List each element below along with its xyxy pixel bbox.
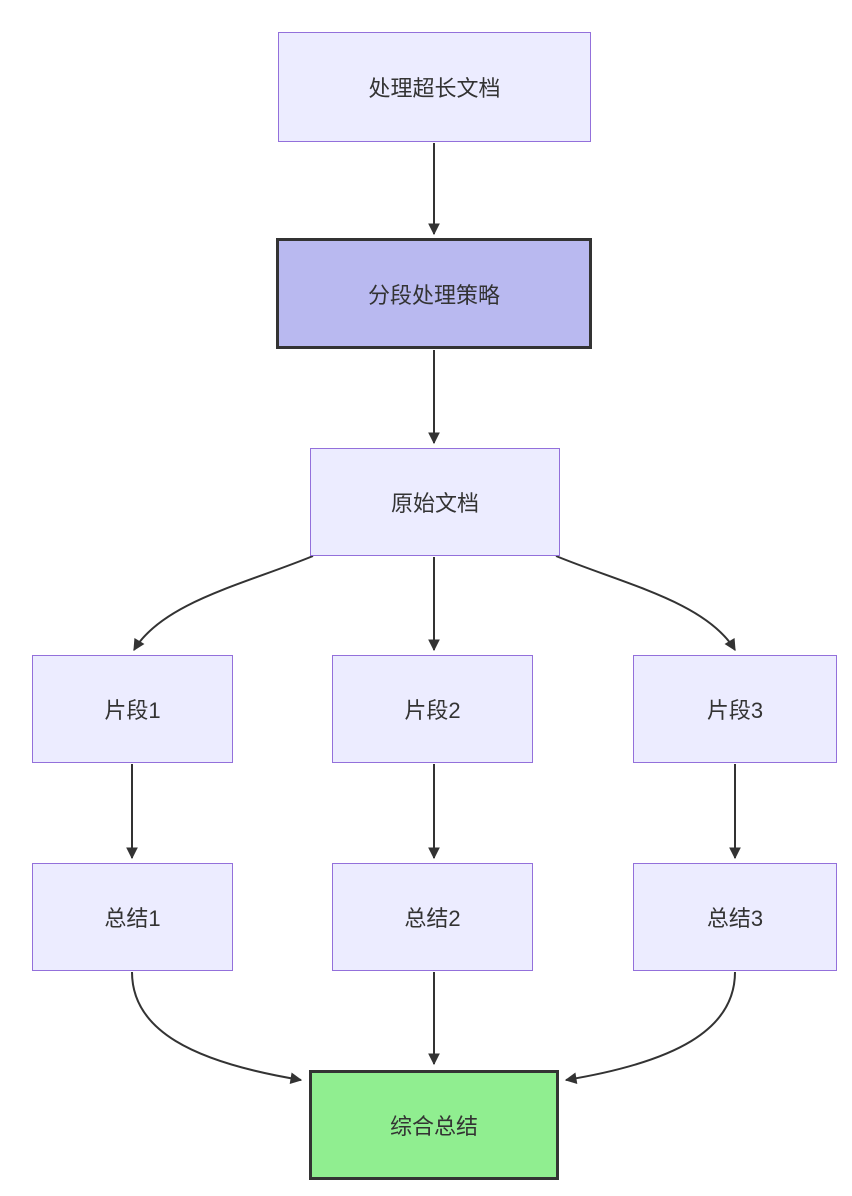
node-final-summary-label: 综合总结 xyxy=(389,1114,478,1139)
node-summary-3-label: 总结3 xyxy=(706,906,764,931)
node-fragment-1-label: 片段1 xyxy=(104,698,161,723)
node-fragment-2: 片段2 xyxy=(332,655,533,763)
node-summary-3: 总结3 xyxy=(633,863,837,971)
node-fragment-3-label: 片段3 xyxy=(706,698,764,723)
edge-original-to-fragment3 xyxy=(555,555,736,651)
node-summary-2: 总结2 xyxy=(332,863,533,971)
node-summary-2-label: 总结2 xyxy=(404,906,461,931)
node-summary-1: 总结1 xyxy=(32,863,233,971)
edge-summary1-to-final xyxy=(131,971,303,1085)
node-fragment-1: 片段1 xyxy=(32,655,233,763)
edge-summary3-to-final xyxy=(564,971,736,1085)
node-original-document: 原始文档 xyxy=(310,448,560,556)
node-summary-1-label: 总结1 xyxy=(104,906,161,931)
node-final-summary: 综合总结 xyxy=(309,1070,559,1180)
node-process-long-doc-label: 处理超长文档 xyxy=(368,76,501,101)
edge-original-to-fragment1 xyxy=(133,555,314,651)
node-segmentation-strategy: 分段处理策略 xyxy=(276,238,592,349)
node-fragment-2-label: 片段2 xyxy=(404,698,461,723)
node-original-document-label: 原始文档 xyxy=(390,491,479,516)
node-segmentation-strategy-label: 分段处理策略 xyxy=(367,282,500,308)
node-process-long-doc: 处理超长文档 xyxy=(278,32,591,142)
node-fragment-3: 片段3 xyxy=(633,655,837,763)
